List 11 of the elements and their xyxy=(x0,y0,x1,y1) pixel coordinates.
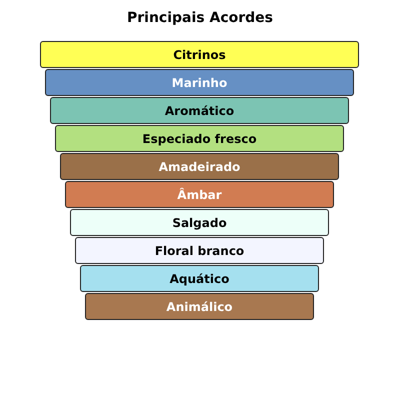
funnel-bar: Floral branco xyxy=(75,237,324,264)
funnel-bar: Citrinos xyxy=(40,41,359,68)
funnel-bar: Animálico xyxy=(85,293,314,320)
funnel-bar: Amadeirado xyxy=(60,153,339,180)
funnel-bar: Âmbar xyxy=(65,181,334,208)
funnel-bar: Aromático xyxy=(50,97,349,124)
funnel-bar: Marinho xyxy=(45,69,354,96)
funnel-bar: Especiado fresco xyxy=(55,125,344,152)
chart-title: Principais Acordes xyxy=(126,10,274,26)
funnel-bar: Aquático xyxy=(80,265,319,292)
funnel-bar: Salgado xyxy=(70,209,329,236)
